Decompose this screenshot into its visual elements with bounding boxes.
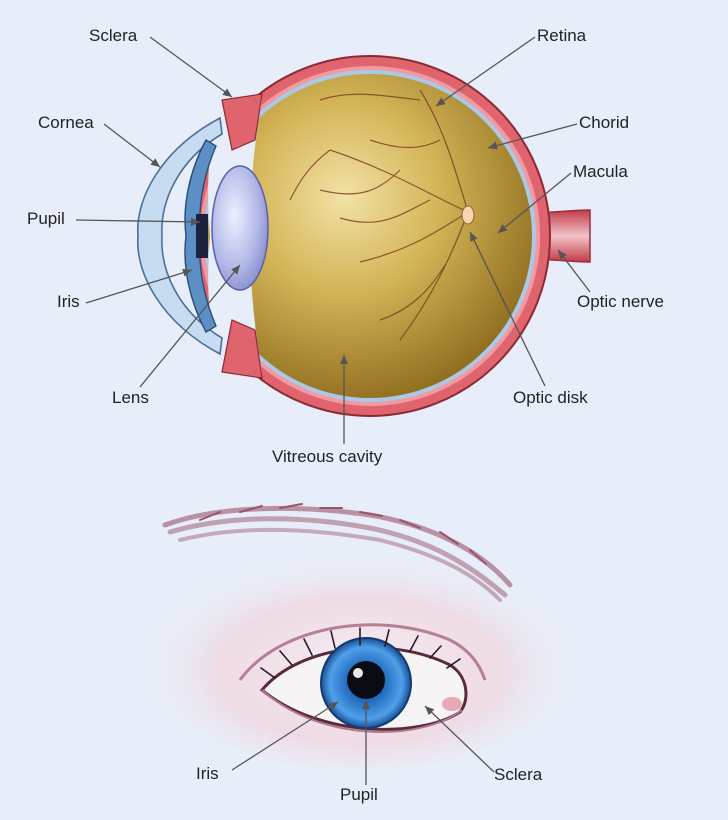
leader-sclera [149,36,233,98]
label-pupil: Pupil [27,209,65,228]
eyelid-crease [238,623,487,681]
leader-macula-arrowhead [498,224,508,233]
label-iris: Iris [57,292,80,311]
pupil-highlight [353,668,363,678]
leader-pupil-arrowhead [190,217,200,226]
leader-lens [139,264,241,388]
ciliary-body-bottom [221,319,263,379]
inner-corner [442,697,462,711]
cornea-shape [137,116,223,356]
leader-sclera-arrowhead [222,88,232,97]
label-cornea: Cornea [38,113,94,132]
ciliary-body-top [221,93,263,151]
leader-cornea [103,123,161,168]
eyelashes [260,627,461,679]
leader-lens-arrowhead [231,265,240,275]
retinal-vessels [289,89,469,341]
eyebrow [162,503,513,602]
label-iris-external: Iris [196,764,219,783]
label-chorid: Chorid [579,113,630,132]
leader-sclera-ext [424,705,495,773]
leader-iris-ext [231,701,339,771]
label-lens: Lens [112,388,149,407]
pupil-external [347,661,385,699]
cross-section-eye [137,55,591,417]
label-sclera-external: Sclera [494,765,543,784]
external-eye [150,503,570,770]
leader-sclera-ext-arrowhead [425,706,435,716]
leader-lines [75,36,591,785]
leader-vitreous-arrowhead [340,355,348,364]
leader-chorid [487,123,578,149]
leader-iris-arrowhead [182,268,192,277]
label-sclera: Sclera [89,26,138,45]
leader-optic-disk-arrowhead [470,232,478,242]
label-retina: Retina [537,26,587,45]
leader-optic-nerve-arrowhead [558,250,567,260]
pupil-opening [196,214,208,258]
leader-pupil-ext-arrowhead [362,700,370,709]
leader-pupil [75,219,201,223]
leader-iris [85,269,193,304]
label-pupil-external: Pupil [340,785,378,804]
iris-shape [184,139,217,333]
label-macula: Macula [573,162,628,181]
optic-disk-spot [461,205,475,225]
leader-retina-arrowhead [436,97,446,106]
leader-chorid-arrowhead [488,141,498,150]
label-optic-nerve: Optic nerve [577,292,664,311]
leader-optic-disk [469,231,546,387]
vitreous-body [208,74,532,398]
leader-cornea-arrowhead [150,158,160,167]
lens-shape [211,165,269,291]
leader-retina [435,36,536,107]
label-optic-disk: Optic disk [513,388,588,407]
leader-iris-ext-arrowhead [328,702,338,711]
label-vitreous-cavity: Vitreous cavity [272,447,383,466]
leader-macula [497,172,572,234]
lower-eyelid [261,689,463,733]
